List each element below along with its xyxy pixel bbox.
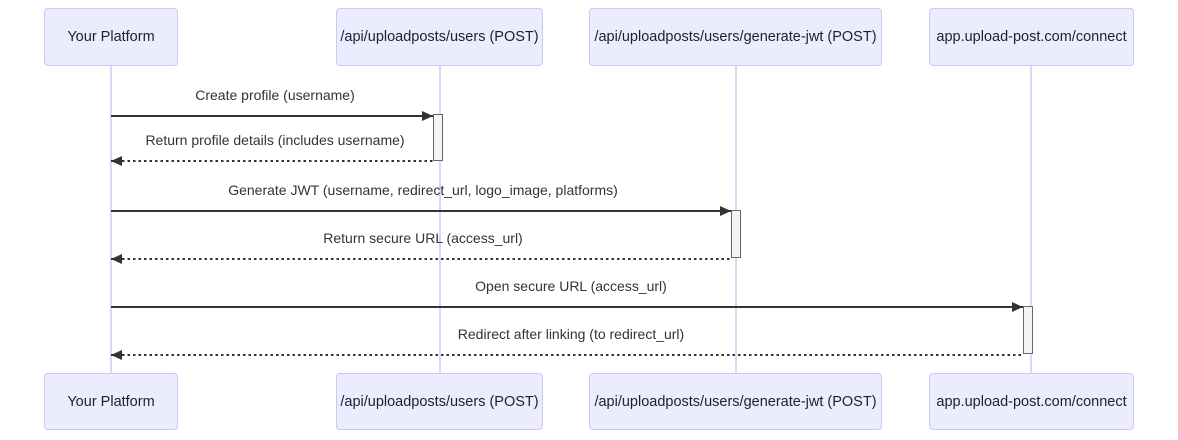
message-label: Open secure URL (access_url) — [475, 278, 667, 294]
participant-api-generate-jwt-top: /api/uploadposts/users/generate-jwt (POS… — [589, 8, 882, 66]
message-arrow — [111, 354, 1023, 356]
participant-api-generate-jwt-bottom: /api/uploadposts/users/generate-jwt (POS… — [589, 373, 882, 430]
lifeline-connect-page — [1030, 66, 1032, 373]
participant-connect-page-top: app.upload-post.com/connect — [929, 8, 1134, 66]
message-arrow — [111, 210, 731, 212]
message-label: Create profile (username) — [195, 87, 355, 103]
message-arrow — [111, 306, 1023, 308]
message-arrow — [111, 115, 433, 117]
arrowhead-left-icon — [111, 350, 122, 360]
participant-api-users-top: /api/uploadposts/users (POST) — [336, 8, 543, 66]
participant-your-platform-top: Your Platform — [44, 8, 178, 66]
arrowhead-right-icon — [422, 111, 433, 121]
message-label: Return profile details (includes usernam… — [145, 132, 405, 148]
lifeline-your-platform — [110, 66, 112, 373]
participant-your-platform-bottom: Your Platform — [44, 373, 178, 430]
arrowhead-right-icon — [720, 206, 731, 216]
lifeline-api-users — [439, 66, 441, 373]
message-arrow — [111, 160, 433, 162]
activation-bar-connect-page — [1023, 306, 1033, 354]
participant-connect-page-bottom: app.upload-post.com/connect — [929, 373, 1134, 430]
message-label: Redirect after linking (to redirect_url) — [457, 326, 685, 342]
message-label: Generate JWT (username, redirect_url, lo… — [228, 182, 618, 198]
participant-api-users-bottom: /api/uploadposts/users (POST) — [336, 373, 543, 430]
message-arrow — [111, 258, 731, 260]
message-label: Return secure URL (access_url) — [323, 230, 523, 246]
arrowhead-right-icon — [1012, 302, 1023, 312]
arrowhead-left-icon — [111, 156, 122, 166]
activation-bar-api-users — [433, 114, 443, 161]
activation-bar-api-generate-jwt — [731, 210, 741, 258]
arrowhead-left-icon — [111, 254, 122, 264]
